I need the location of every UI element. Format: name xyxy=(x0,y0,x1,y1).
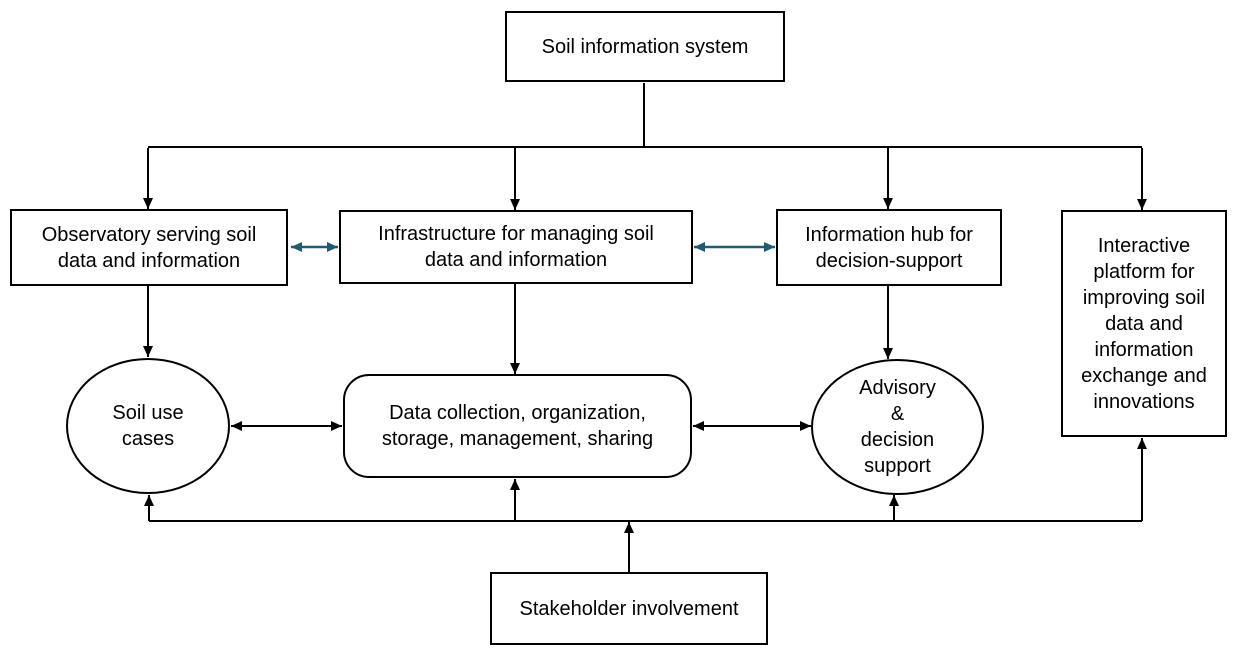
node-advisory-decision-support: Advisory & decision support xyxy=(811,359,984,495)
node-soil-information-system-label: Soil information system xyxy=(541,35,749,58)
node-interactive-platform-label: Interactive platform for improving soil … xyxy=(1081,234,1207,413)
node-observatory: Observatory serving soil data and inform… xyxy=(10,209,288,286)
node-interactive-platform: Interactive platform for improving soil … xyxy=(1061,210,1227,437)
node-stakeholder-involvement: Stakeholder involvement xyxy=(490,572,768,645)
node-data-collection-label: Data collection, organization, storage, … xyxy=(381,402,654,450)
node-soil-information-system: Soil information system xyxy=(505,11,785,82)
node-observatory-label: Observatory serving soil data and inform… xyxy=(41,223,257,272)
node-infrastructure-label: Infrastructure for managing soil data an… xyxy=(378,223,654,271)
node-soil-use-cases-label: Soil use cases xyxy=(112,402,184,450)
node-data-collection: Data collection, organization, storage, … xyxy=(343,374,692,478)
node-soil-use-cases: Soil use cases xyxy=(66,358,230,494)
node-information-hub-label: Information hub for decision-support xyxy=(805,223,973,272)
node-information-hub: Information hub for decision-support xyxy=(776,209,1002,286)
node-advisory-decision-support-label: Advisory & decision support xyxy=(859,377,936,477)
node-infrastructure: Infrastructure for managing soil data an… xyxy=(339,210,693,284)
node-stakeholder-involvement-label: Stakeholder involvement xyxy=(519,597,739,620)
